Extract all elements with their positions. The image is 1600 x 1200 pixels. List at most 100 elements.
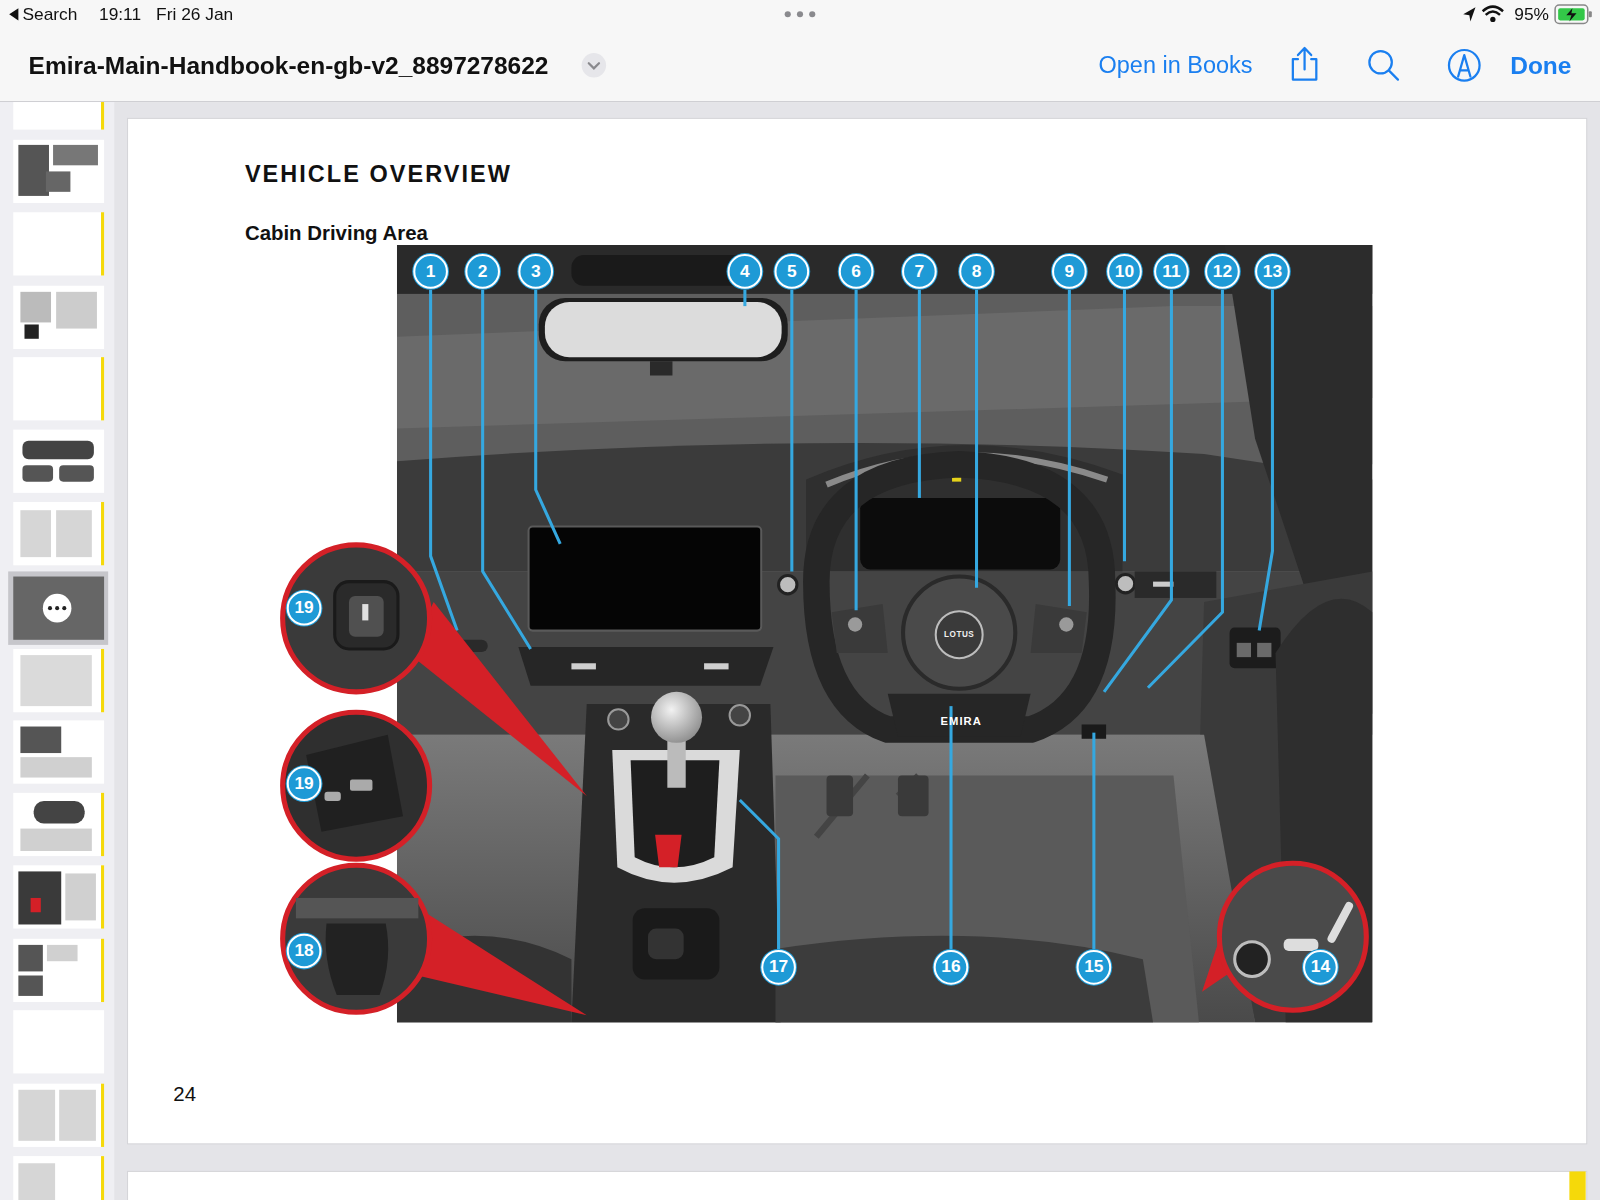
detail-insets-part xyxy=(326,923,389,994)
page-thumbnails-part xyxy=(13,939,104,1002)
status-bar-part xyxy=(0,0,1600,102)
cabin-illustration-part xyxy=(397,735,1255,1023)
open-button: Open in Books xyxy=(1099,52,1253,79)
status-bar-part xyxy=(1566,8,1576,21)
detail-insets-part xyxy=(296,898,418,918)
leader-lines-part xyxy=(949,706,952,949)
page-thumbnails-part xyxy=(43,594,72,623)
status-bar-part xyxy=(1463,7,1475,21)
detail-insets-part xyxy=(408,602,587,796)
cabin-illustration-part xyxy=(860,498,1060,569)
page-thumbnails-part xyxy=(13,102,104,130)
toolbar-icons-part-part xyxy=(1298,48,1311,69)
callout-number: 13 xyxy=(1255,254,1290,289)
page-thumbnails-part xyxy=(34,801,85,823)
page-part xyxy=(1569,1171,1585,1200)
leader-lines-part xyxy=(1259,290,1272,631)
callout-number: 1 xyxy=(413,254,448,289)
callout-number: 19 xyxy=(287,766,322,801)
leader-lines xyxy=(431,290,1273,949)
page-thumbnails-part xyxy=(47,945,78,961)
cabin-illustration-part xyxy=(779,576,797,594)
dropdown-chevron xyxy=(582,53,606,77)
status-bar-part xyxy=(1490,17,1495,22)
leader-lines-part xyxy=(918,290,921,498)
page-thumbnails-part xyxy=(65,873,96,920)
cabin-illustration-part xyxy=(529,527,762,631)
section-heading: Cabin Driving Area xyxy=(245,222,428,245)
cabin-illustration-part xyxy=(832,604,888,653)
page-thumbnails-part xyxy=(101,649,104,712)
callout-number: 16 xyxy=(934,950,969,985)
callout-number: 3 xyxy=(518,254,553,289)
callout-number: 11 xyxy=(1154,254,1189,289)
toolbar-icons-part xyxy=(1293,48,1480,81)
cabin-illustration-part xyxy=(571,663,595,669)
callout-number: 7 xyxy=(902,254,937,289)
page-thumbnails-part xyxy=(62,606,66,610)
detail-insets-part xyxy=(1219,863,1366,1010)
leader-lines-part xyxy=(431,290,458,631)
callout-number: 12 xyxy=(1205,254,1240,289)
leader-lines-part xyxy=(536,290,560,544)
page-part xyxy=(128,1171,1587,1200)
detail-insets-part xyxy=(413,913,586,1015)
leader-lines-part xyxy=(1104,290,1171,692)
status-bar-part xyxy=(1486,11,1500,14)
cabin-illustration-part xyxy=(1116,574,1134,592)
page xyxy=(128,118,1587,1200)
page-thumbnails-part xyxy=(13,577,104,640)
page-thumbnails-part xyxy=(53,145,98,165)
cabin-illustration-part xyxy=(667,737,685,788)
cabin-illustration-part xyxy=(776,776,1199,1023)
cabin-illustration-part xyxy=(539,298,788,361)
badge-text: LOTUS xyxy=(944,630,974,639)
page-thumbnails-part xyxy=(101,1156,104,1200)
cabin-illustration-part xyxy=(730,705,750,725)
cabin-illustration xyxy=(397,245,1373,1023)
detail-insets-part xyxy=(335,582,398,649)
page-thumbnails-part xyxy=(13,1084,104,1147)
leader-lines-part xyxy=(1123,290,1126,561)
cabin-illustration-part xyxy=(888,694,1031,737)
leader-lines-part xyxy=(740,800,779,949)
cabin-illustration-part xyxy=(1135,571,1217,598)
cabin-illustration-part xyxy=(848,617,862,631)
page-thumbnails-part xyxy=(13,502,104,565)
detail-insets-part xyxy=(362,604,368,620)
page-thumbnails-part xyxy=(13,793,104,856)
callout-number: 10 xyxy=(1107,254,1142,289)
page-thumbnails-part xyxy=(18,1163,55,1200)
callout-number: 17 xyxy=(761,950,796,985)
page-thumbnails-part xyxy=(20,655,91,706)
page-thumbnails-part xyxy=(101,212,104,275)
cabin-illustration-part xyxy=(1237,643,1251,657)
cabin-illustration-part xyxy=(1059,617,1073,631)
leader-lines-part xyxy=(1148,290,1222,688)
detail-insets xyxy=(283,545,1367,1015)
page-thumbnails-part xyxy=(101,502,104,565)
cabin-illustration-part xyxy=(545,302,782,357)
cabin-illustration-part xyxy=(1031,604,1087,653)
page-thumbnails-part xyxy=(22,465,53,481)
callout-number: 2 xyxy=(465,254,500,289)
battery-level: 95% xyxy=(1514,4,1549,24)
callout-number: 15 xyxy=(1077,950,1112,985)
status-bar-part xyxy=(809,11,815,17)
cabin-illustration-part xyxy=(827,776,854,817)
page-thumbnails-part xyxy=(101,793,104,856)
back-link: Search xyxy=(22,4,77,24)
cabin-illustration-part xyxy=(518,647,773,686)
done-button: Done xyxy=(1510,51,1571,79)
callout-number: 18 xyxy=(287,934,322,969)
page-thumbnails-part xyxy=(59,465,94,481)
page-thumbnails-part xyxy=(101,939,104,1002)
callout-number: 4 xyxy=(728,254,763,289)
toolbar-icons-part-part xyxy=(1449,50,1480,81)
leader-lines-part xyxy=(975,290,978,588)
leader-lines-part xyxy=(855,290,858,610)
dropdown-chevron-part xyxy=(589,63,599,68)
status-bar-part xyxy=(785,11,791,17)
detail-insets-part xyxy=(1332,906,1349,939)
